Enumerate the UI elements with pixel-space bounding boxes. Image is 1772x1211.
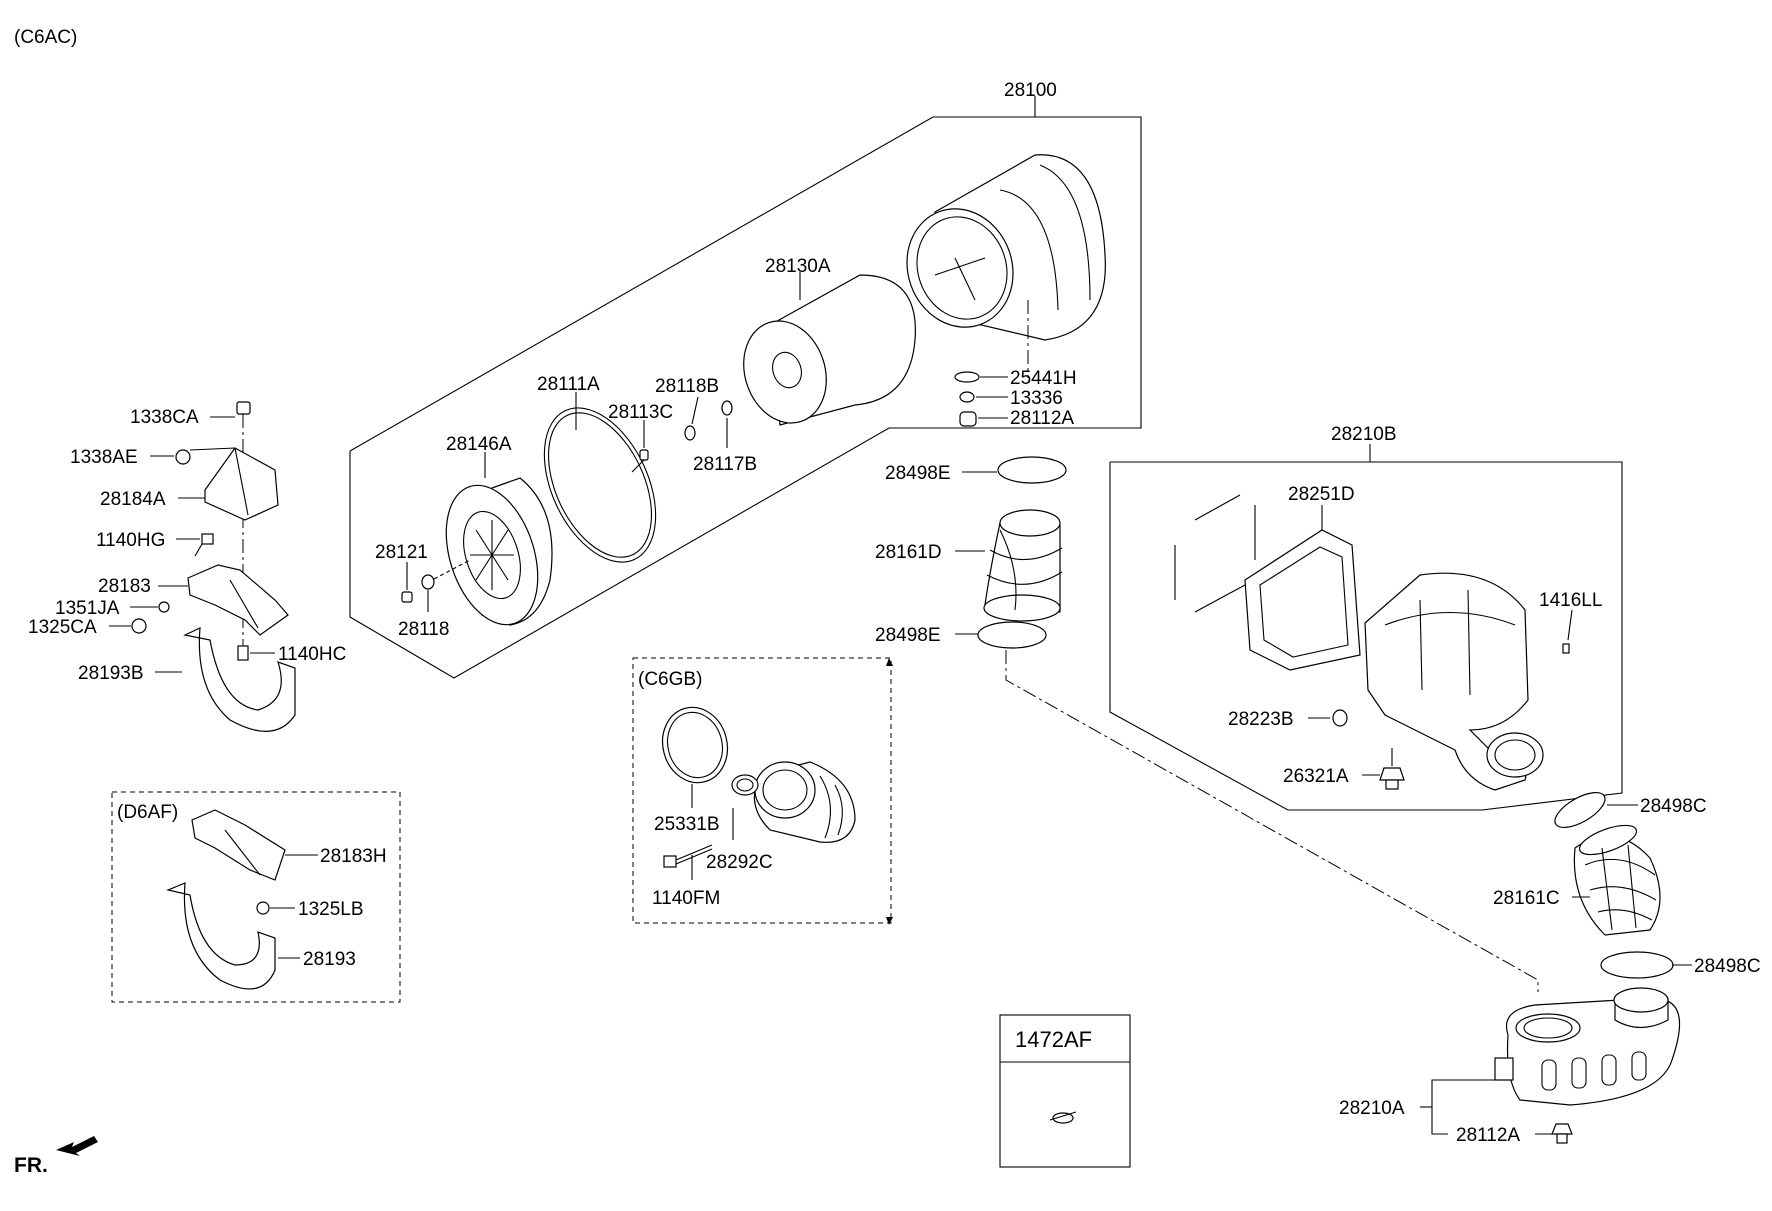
label-28183: 28183 [98, 576, 151, 597]
bolt-1416LL [1562, 643, 1570, 654]
label-28292C: 28292C [706, 852, 773, 873]
label-28111A: 28111A [537, 374, 600, 395]
clamp-28498E-bot [977, 621, 1047, 649]
washer-1351JA [158, 601, 170, 613]
label-1325LB: 1325LB [298, 899, 364, 920]
resonator-28210A [1494, 987, 1681, 1106]
label-1351JA: 1351JA [55, 598, 120, 619]
label-28161C: 28161C [1493, 888, 1560, 909]
clamp-25441H [954, 371, 980, 383]
label-1338AE: 1338AE [70, 447, 138, 468]
clamp-28498C-top [1554, 791, 1606, 829]
label-28183H: 28183H [320, 846, 387, 867]
bolt-1140FM [663, 844, 713, 868]
intake-hose-28161D [983, 509, 1063, 622]
bolt-1140HG [194, 533, 214, 557]
cover-vane-icon [470, 520, 514, 590]
bolt-28121 [401, 591, 413, 603]
clip-icon [1049, 1111, 1077, 1124]
strap-28193B [183, 627, 296, 732]
front-arrow-icon [56, 1136, 98, 1156]
grommet-26321A [1379, 767, 1405, 790]
label-1140HC: 1140HC [278, 644, 346, 665]
label-28193: 28193 [303, 949, 356, 970]
legend-box-code: 1472AF [1015, 1027, 1092, 1052]
clip-28113C [631, 449, 649, 473]
label-28130A: 28130A [765, 256, 831, 277]
label-28184A: 28184A [100, 489, 166, 510]
label-13336: 13336 [1010, 388, 1063, 409]
washer-28118B-a [684, 425, 696, 441]
drain-valve-28112A [959, 411, 977, 427]
duct-group-outline [1109, 461, 1623, 811]
d6af-variant-label: (D6AF) [117, 802, 178, 823]
connection-line [1005, 650, 1539, 992]
label-28100: 28100 [1004, 80, 1057, 101]
label-28498C-top: 28498C [1640, 796, 1707, 817]
label-28498E-bot: 28498E [875, 625, 941, 646]
c6gb-variant-label: (C6GB) [638, 669, 702, 690]
label-28161D: 28161D [875, 542, 942, 563]
label-1338CA: 1338CA [130, 407, 199, 428]
clamp-28498E-top [997, 456, 1067, 484]
label-28210B: 28210B [1331, 424, 1397, 445]
d6af-variant-box [111, 791, 401, 1003]
label-28223B: 28223B [1228, 709, 1294, 730]
label-28498C-bot: 28498C [1694, 956, 1761, 977]
label-26321A: 26321A [1283, 766, 1349, 787]
adapter-28292C [731, 761, 856, 843]
seal-ring-25331B [661, 706, 729, 784]
strap-28193 [166, 882, 276, 990]
duct-body-28210B [1364, 572, 1544, 791]
nut-1325LB [256, 901, 270, 915]
nut-1338CA [236, 401, 251, 415]
bolt-1140HC [237, 645, 249, 661]
gasket-ring-28111A [543, 407, 657, 563]
legend-box-1472AF: 1472AF [999, 1014, 1131, 1168]
resonator-rib-icon [1541, 1051, 1647, 1091]
label-28118: 28118 [398, 619, 449, 640]
filter-element-28130A [743, 274, 916, 426]
label-25331B: 25331B [654, 814, 720, 835]
label-1325CA: 1325CA [28, 617, 97, 638]
label-28251D: 28251D [1288, 484, 1355, 505]
label-28210A: 28210A [1339, 1098, 1405, 1119]
nut-28223B [1332, 709, 1348, 727]
c6gb-variant-box [632, 657, 892, 924]
drain-valve-28112A-bottom [1551, 1123, 1573, 1144]
intake-hose-28161C [1573, 824, 1661, 936]
front-marker-label: FR. [14, 1154, 48, 1177]
air-cleaner-cover-28146A [445, 477, 553, 626]
nut-1325CA [131, 618, 147, 634]
valve-13336 [959, 391, 975, 403]
engine-code-label: (C6AC) [14, 27, 77, 48]
label-25441H: 25441H [1010, 368, 1077, 389]
label-28112A-bottom: 28112A [1456, 1125, 1520, 1146]
label-28498E-top: 28498E [885, 463, 951, 484]
label-28113C: 28113C [608, 402, 673, 423]
bracket-28183 [187, 564, 289, 636]
label-28117B: 28117B [693, 454, 757, 475]
screen-frame-28251D [1174, 494, 1361, 671]
clamp-28498C-bot [1600, 951, 1674, 979]
air-cleaner-upper-housing [906, 154, 1106, 341]
label-28193B: 28193B [78, 663, 144, 684]
bracket-28184A [189, 447, 279, 521]
bracket-28183H [191, 809, 286, 881]
front-direction-marker: FR. [14, 1136, 98, 1177]
label-28121: 28121 [375, 542, 428, 563]
label-1140HG: 1140HG [96, 530, 165, 551]
label-28118B: 28118B [655, 376, 719, 397]
label-28112A-top: 28112A [1010, 408, 1074, 429]
label-1416LL: 1416LL [1539, 590, 1602, 611]
label-28146A: 28146A [446, 434, 512, 455]
label-1140FM: 1140FM [652, 888, 720, 909]
nut-1338AE [175, 449, 191, 465]
air-cleaner-group-outline [349, 116, 1142, 679]
washer-28118B-b [721, 400, 733, 416]
nut-28118 [421, 559, 471, 590]
